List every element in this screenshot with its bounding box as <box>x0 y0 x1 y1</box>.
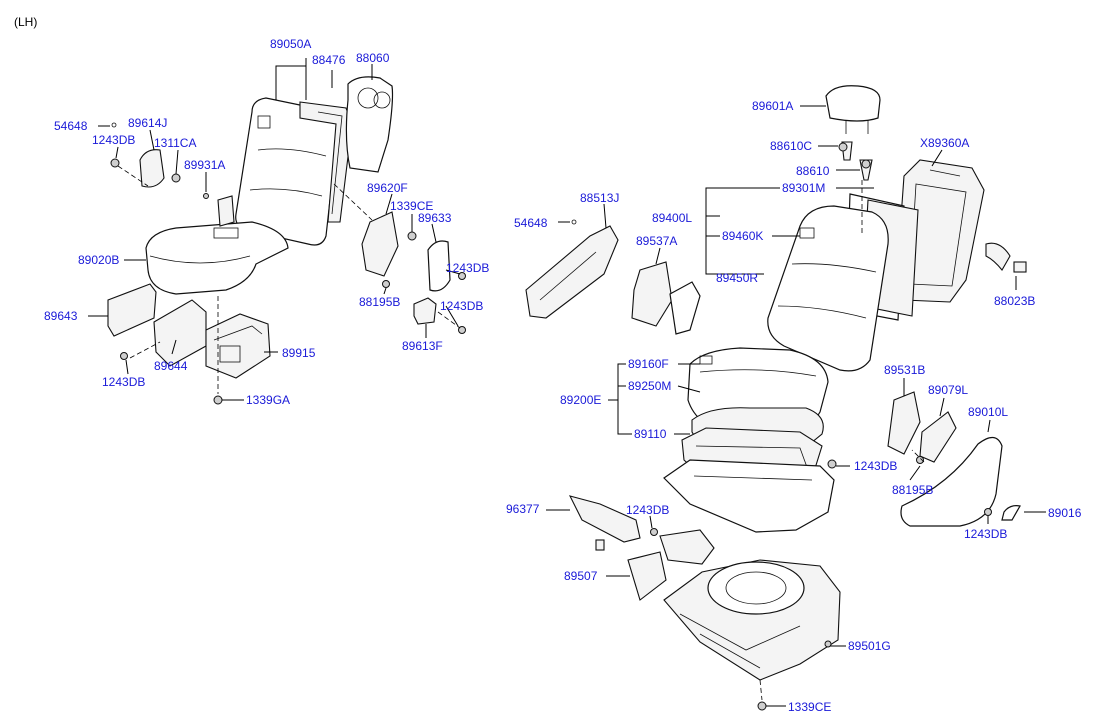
label-88060[interactable]: 88060 <box>356 51 390 65</box>
label-89250M[interactable]: 89250M <box>628 379 671 393</box>
label-89010L[interactable]: 89010L <box>968 405 1008 419</box>
label-54648-right[interactable]: 54648 <box>514 216 548 230</box>
recliner-89537A <box>631 261 673 327</box>
label-1311CA[interactable]: 1311CA <box>154 136 196 150</box>
label-1243DB-a[interactable]: 1243DB <box>92 133 135 147</box>
label-1339CE-b[interactable]: 1339CE <box>788 700 831 714</box>
label-88610[interactable]: 88610 <box>796 164 830 178</box>
recliner-89531B <box>887 391 921 455</box>
label-88610C[interactable]: 88610C <box>770 139 812 153</box>
bolts-left-top <box>110 122 209 199</box>
recliner-cover-89633 <box>427 240 451 292</box>
lever-89016 <box>1001 505 1021 521</box>
bolts-left-mid <box>120 231 466 405</box>
side-trim-88513J <box>525 225 619 319</box>
rear-headrest <box>345 76 394 173</box>
label-89644[interactable]: 89644 <box>154 359 188 373</box>
left-dash-lines <box>117 165 461 394</box>
recliner-plate <box>669 281 701 335</box>
part-labels: 89050A 88476 88060 54648 89614J 1243DB 1… <box>44 37 1082 714</box>
label-1243DB-f[interactable]: 1243DB <box>626 503 669 517</box>
label-88195B-b[interactable]: 88195B <box>892 483 933 497</box>
trim-cover-89614J <box>139 149 165 188</box>
side-cover-89643 <box>107 283 157 337</box>
label-54648-left[interactable]: 54648 <box>54 119 88 133</box>
label-89614J[interactable]: 89614J <box>128 116 167 130</box>
label-1243DB-d[interactable]: 1243DB <box>102 375 145 389</box>
label-89507[interactable]: 89507 <box>564 569 598 583</box>
label-89110[interactable]: 89110 <box>634 427 667 441</box>
left-leader-lines <box>88 58 461 401</box>
side-cover-89010L <box>900 436 1003 527</box>
right-dash-lines <box>759 180 925 701</box>
label-89643[interactable]: 89643 <box>44 309 78 323</box>
latch-mechanism-89915 <box>205 313 271 379</box>
label-1339GA[interactable]: 1339GA <box>246 393 290 407</box>
clip-88023B <box>1013 261 1027 273</box>
label-88195B-a[interactable]: 88195B <box>359 295 400 309</box>
label-89200E[interactable]: 89200E <box>560 393 601 407</box>
label-89620F[interactable]: 89620F <box>367 181 408 195</box>
bolts-right <box>571 142 992 711</box>
label-89501G[interactable]: 89501G <box>848 639 891 653</box>
corner-label: (LH) <box>14 15 37 29</box>
label-1243DB-c[interactable]: 1243DB <box>440 299 483 313</box>
label-89016[interactable]: 89016 <box>1048 506 1082 520</box>
rear-hinge-bracket <box>217 195 235 227</box>
front-seat-back <box>767 205 889 372</box>
label-89931A[interactable]: 89931A <box>184 158 225 172</box>
label-89613F[interactable]: 89613F <box>402 339 443 353</box>
label-89537A[interactable]: 89537A <box>636 234 677 248</box>
seat-track-89501G <box>663 559 841 681</box>
label-1243DB-g[interactable]: 1243DB <box>964 527 1007 541</box>
label-89633[interactable]: 89633 <box>418 211 452 225</box>
label-89460K[interactable]: 89460K <box>722 229 763 243</box>
rear-seat-cushion <box>145 221 289 295</box>
sensor-96377 <box>568 495 641 543</box>
label-89601A[interactable]: 89601A <box>752 99 793 113</box>
label-88513J[interactable]: 88513J <box>580 191 619 205</box>
label-1243DB-e[interactable]: 1243DB <box>854 459 897 473</box>
recliner-89620F <box>361 211 399 277</box>
label-1243DB-b[interactable]: 1243DB <box>446 261 489 275</box>
label-88023B[interactable]: 88023B <box>994 294 1035 308</box>
bracket-89507 <box>627 529 715 601</box>
label-1339CE-a[interactable]: 1339CE <box>390 199 433 213</box>
label-89531B[interactable]: 89531B <box>884 363 925 377</box>
label-89079L[interactable]: 89079L <box>928 383 968 397</box>
bracket-89644 <box>153 299 207 367</box>
recliner-cover-89079L <box>919 411 957 463</box>
label-89915[interactable]: 89915 <box>282 346 316 360</box>
label-89050A[interactable]: 89050A <box>270 37 311 51</box>
sensor-connector <box>595 539 605 551</box>
label-X89360A[interactable]: X89360A <box>920 136 969 150</box>
front-headrest <box>825 85 881 134</box>
label-89450R[interactable]: 89450R <box>716 271 758 285</box>
right-leader-lines <box>546 105 1046 707</box>
seat-pan <box>663 459 835 533</box>
label-89020B[interactable]: 89020B <box>78 253 119 267</box>
label-89160F[interactable]: 89160F <box>628 357 669 371</box>
label-89301M[interactable]: 89301M <box>782 181 825 195</box>
label-88476[interactable]: 88476 <box>312 53 346 67</box>
label-96377[interactable]: 96377 <box>506 502 540 516</box>
label-89400L[interactable]: 89400L <box>652 211 692 225</box>
cover-89613F <box>413 297 437 325</box>
knob-88023B <box>985 242 1011 271</box>
